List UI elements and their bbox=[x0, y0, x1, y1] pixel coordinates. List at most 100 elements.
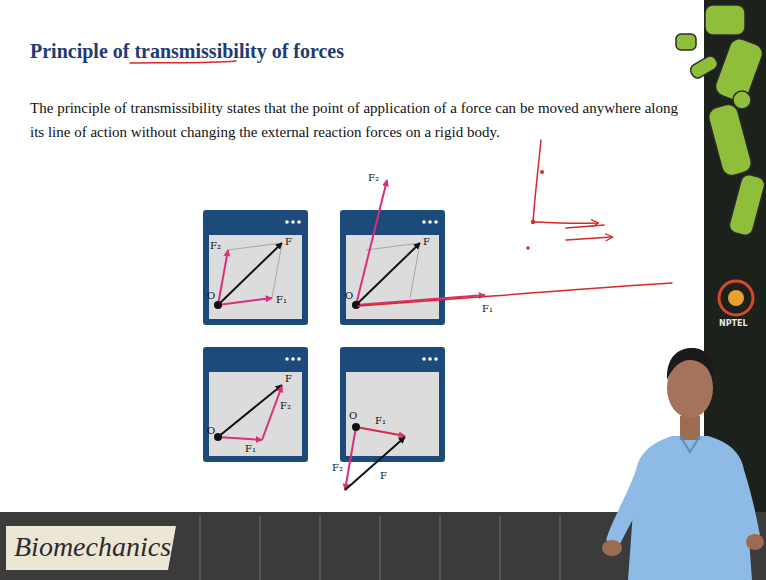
ink-line bbox=[566, 225, 604, 228]
panel-inner bbox=[209, 235, 302, 319]
texture-line bbox=[499, 516, 501, 580]
ink-dot bbox=[531, 220, 535, 224]
vector-label: O bbox=[207, 290, 215, 301]
force-vector bbox=[218, 250, 228, 305]
dot bbox=[297, 220, 301, 224]
presenter-hair bbox=[667, 348, 713, 380]
vector-label: F bbox=[423, 236, 430, 247]
vector-label: F bbox=[380, 470, 387, 481]
vector-label: F₂ bbox=[332, 462, 343, 473]
force-vector bbox=[356, 427, 405, 436]
footer-title: Biomechanics bbox=[14, 530, 171, 564]
vector-panel: F₂ F O F₁ bbox=[203, 210, 308, 325]
body-text: The principle of transmissibility states… bbox=[30, 96, 678, 144]
logo-core bbox=[728, 290, 744, 306]
robot-part bbox=[676, 34, 696, 50]
origin-dot bbox=[352, 301, 360, 309]
vector-label: F₂ bbox=[280, 400, 291, 411]
presenter-hand bbox=[602, 540, 622, 556]
vector-label: F₁ bbox=[245, 443, 256, 454]
presenter-shirt bbox=[628, 436, 752, 580]
presenter-collar bbox=[680, 436, 700, 452]
force-vector bbox=[262, 386, 282, 440]
dot bbox=[297, 357, 301, 361]
presenter-arm bbox=[606, 470, 646, 548]
resultant-vector bbox=[356, 243, 420, 305]
vector-label: F₁ bbox=[482, 303, 493, 314]
force-vector bbox=[356, 295, 485, 305]
panel-frame bbox=[203, 210, 308, 325]
vector-panel: OF₁F₂F bbox=[340, 347, 445, 462]
presenter-figure bbox=[602, 348, 764, 580]
robot-part bbox=[728, 173, 766, 237]
panel-inner bbox=[209, 372, 302, 456]
dot bbox=[434, 220, 438, 224]
vector-panel: F₂FOF₁ bbox=[340, 210, 445, 325]
dot bbox=[285, 357, 289, 361]
origin-dot bbox=[214, 301, 222, 309]
texture-line bbox=[559, 516, 561, 580]
texture-line bbox=[319, 516, 321, 580]
robot-part bbox=[705, 5, 745, 35]
presenter-arm bbox=[736, 470, 760, 540]
dot bbox=[434, 357, 438, 361]
vector-label: F₁ bbox=[375, 415, 386, 426]
texture-line bbox=[379, 516, 381, 580]
force-vector bbox=[356, 180, 387, 305]
resultant-vector bbox=[345, 437, 405, 490]
robot-logo bbox=[676, 5, 766, 237]
ink-arrow bbox=[535, 222, 598, 223]
force-vector bbox=[218, 298, 272, 305]
robot-part bbox=[688, 54, 719, 80]
vector-label: F₂ bbox=[210, 240, 221, 251]
ink-dot bbox=[540, 170, 544, 174]
presenter-hand bbox=[746, 534, 764, 550]
construction-line bbox=[228, 243, 282, 250]
dot bbox=[428, 220, 432, 224]
vector-label: F₁ bbox=[276, 294, 287, 305]
panel-frame bbox=[340, 210, 445, 325]
force-vector bbox=[218, 437, 262, 440]
panel-frames bbox=[203, 210, 445, 462]
force-vectors bbox=[214, 180, 485, 490]
dot bbox=[422, 220, 426, 224]
vector-label: O bbox=[207, 425, 215, 436]
dot bbox=[422, 357, 426, 361]
resultant-vector bbox=[218, 243, 282, 305]
panel-frame bbox=[203, 347, 308, 462]
construction-line bbox=[366, 243, 420, 250]
ink-dots bbox=[526, 170, 544, 250]
dot bbox=[285, 220, 289, 224]
logo-text: NPTEL bbox=[719, 319, 748, 329]
texture-line bbox=[199, 516, 201, 580]
window-dots bbox=[285, 220, 438, 361]
presenter-neck bbox=[680, 416, 700, 440]
nptel-logo bbox=[719, 281, 753, 315]
texture-line bbox=[439, 516, 441, 580]
panel-inner bbox=[346, 372, 439, 456]
slide-title: Principle of transmissibility of forces bbox=[30, 40, 344, 63]
panel-frame bbox=[340, 347, 445, 462]
side-strip bbox=[704, 0, 766, 512]
vector-label: F bbox=[285, 373, 292, 384]
origin-dot bbox=[352, 423, 360, 431]
texture-line bbox=[259, 516, 261, 580]
footer-texture bbox=[200, 516, 560, 580]
ink-arrow bbox=[566, 237, 612, 240]
ink-line bbox=[533, 140, 541, 222]
logo-ring bbox=[719, 281, 753, 315]
vector-label: F₂ bbox=[368, 172, 379, 183]
robot-joint bbox=[733, 91, 751, 109]
ink-dot bbox=[526, 246, 530, 250]
vector-label: O bbox=[345, 290, 353, 301]
dot bbox=[291, 220, 295, 224]
footer-tag bbox=[6, 526, 176, 570]
vector-label: O bbox=[349, 410, 357, 421]
dot bbox=[428, 357, 432, 361]
vector-label: F bbox=[285, 236, 292, 247]
robot-part bbox=[706, 102, 753, 177]
vector-panel: F F₂ O F₁ bbox=[203, 347, 308, 462]
dot bbox=[291, 357, 295, 361]
